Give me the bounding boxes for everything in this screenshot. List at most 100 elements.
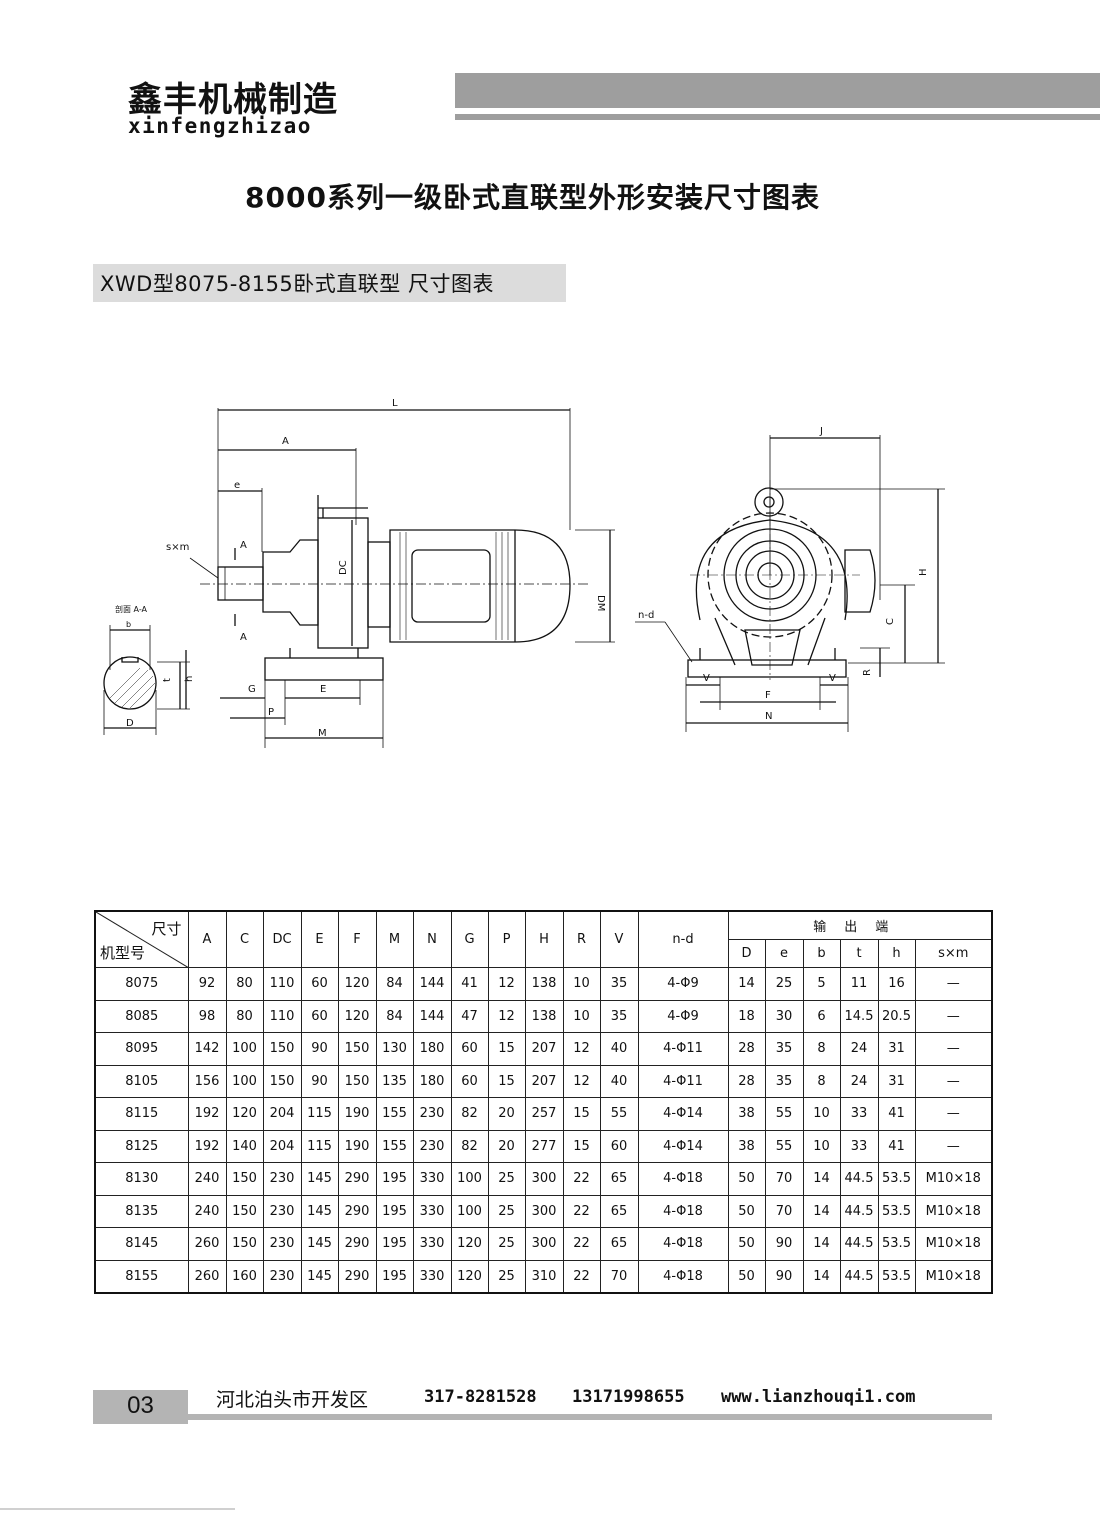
table-cell: 120 [225, 1097, 264, 1131]
model-cell: 8105 [94, 1064, 189, 1098]
header-bar [455, 73, 1100, 108]
dimension-drawing: L A e s×m A A DC DM G E P M 剖面 A-A b t h… [103, 398, 945, 748]
table-cell: 230 [412, 1097, 452, 1131]
table-cell: 4-Φ9 [637, 967, 729, 1001]
table-cell: 100 [450, 1162, 489, 1196]
model-cell: 8145 [94, 1227, 189, 1261]
table-cell: 230 [262, 1259, 302, 1294]
table-cell: 35 [599, 967, 639, 1001]
output-col-header: D [727, 939, 766, 968]
dim-label-h: h [184, 676, 195, 682]
table-cell: 6 [802, 999, 841, 1033]
dim-label-b: b [126, 620, 131, 629]
table-cell: 35 [764, 1064, 804, 1098]
table-cell: 70 [599, 1259, 639, 1294]
footer-rule [188, 1414, 992, 1420]
table-cell: — [914, 967, 993, 1001]
table-cell: 20 [487, 1129, 526, 1163]
brand-name-cn: 鑫丰机械制造 [128, 80, 338, 120]
table-cell: 16 [877, 967, 916, 1001]
dim-label-R: R [862, 669, 873, 676]
table-cell: 290 [337, 1194, 377, 1228]
table-cell: 100 [225, 1064, 264, 1098]
table-cell: 260 [187, 1227, 227, 1261]
col-header: M [375, 910, 414, 968]
table-cell: 44.5 [839, 1162, 879, 1196]
table-cell: 53.5 [877, 1162, 916, 1196]
table-cell: 80 [225, 999, 264, 1033]
table-cell: 150 [225, 1162, 264, 1196]
table-cell: 230 [262, 1227, 302, 1261]
table-cell: 25 [764, 967, 804, 1001]
table-cell: 300 [524, 1162, 564, 1196]
table-cell: 4-Φ18 [637, 1194, 729, 1228]
table-cell: 230 [412, 1129, 452, 1163]
page-title: 8000系列一级卧式直联型外形安装尺寸图表 [245, 181, 820, 214]
table-cell: 145 [300, 1162, 339, 1196]
table-cell: 30 [764, 999, 804, 1033]
table-cell: 207 [524, 1032, 564, 1066]
table-cell: 156 [187, 1064, 227, 1098]
table-cell: 22 [562, 1194, 601, 1228]
dim-label-nd: n-d [638, 610, 654, 621]
table-cell: 65 [599, 1194, 639, 1228]
table-cell: 70 [764, 1194, 804, 1228]
table-cell: 90 [764, 1227, 804, 1261]
table-cell: 138 [524, 999, 564, 1033]
table-cell: M10×18 [914, 1162, 993, 1196]
table-cell: 192 [187, 1097, 227, 1131]
table-cell: 330 [412, 1259, 452, 1294]
dim-label-t: t [162, 678, 173, 682]
table-cell: 138 [524, 967, 564, 1001]
table-cell: — [914, 1064, 993, 1098]
table-cell: 33 [839, 1097, 879, 1131]
subtitle-box [93, 264, 566, 302]
subtitle: XWD型8075-8155卧式直联型 尺寸图表 [100, 272, 494, 296]
dim-label-DC: DC [338, 560, 349, 575]
table-cell: 92 [187, 967, 227, 1001]
table-cell: 31 [877, 1032, 916, 1066]
corner-top-label: 尺寸 [151, 920, 182, 938]
table-cell: 180 [412, 1032, 452, 1066]
dim-label-e: e [234, 480, 240, 491]
table-cell: 4-Φ11 [637, 1032, 729, 1066]
table-cell: 8 [802, 1064, 841, 1098]
dim-label-E: E [320, 684, 326, 695]
table-cell: M10×18 [914, 1227, 993, 1261]
table-cell: 50 [727, 1227, 766, 1261]
table-cell: 10 [562, 967, 601, 1001]
table-cell: 204 [262, 1129, 302, 1163]
dim-label-G: G [248, 684, 256, 695]
col-header: R [562, 910, 601, 968]
table-cell: 4-Φ14 [637, 1129, 729, 1163]
table-cell: 144 [412, 999, 452, 1033]
table-cell: 8 [802, 1032, 841, 1066]
table-cell: 55 [764, 1097, 804, 1131]
table-cell: 195 [375, 1162, 414, 1196]
table-cell: 290 [337, 1162, 377, 1196]
table-cell: 60 [300, 967, 339, 1001]
table-cell: 142 [187, 1032, 227, 1066]
dim-label-J: J [819, 426, 823, 437]
footer-address: 河北泊头市开发区 [216, 1389, 369, 1411]
table-cell: 150 [225, 1227, 264, 1261]
table-cell: 14.5 [839, 999, 879, 1033]
table-cell: 150 [337, 1032, 377, 1066]
model-cell: 8075 [94, 967, 189, 1001]
table-cell: 33 [839, 1129, 879, 1163]
table-cell: 14 [727, 967, 766, 1001]
table-cell: 204 [262, 1097, 302, 1131]
col-header: E [300, 910, 339, 968]
table-cell: 55 [764, 1129, 804, 1163]
output-col-header: t [839, 939, 879, 968]
table-cell: 60 [450, 1064, 489, 1098]
table-cell: 290 [337, 1259, 377, 1294]
table-cell: 180 [412, 1064, 452, 1098]
table-cell: 330 [412, 1227, 452, 1261]
table-cell: 4-Φ18 [637, 1259, 729, 1294]
